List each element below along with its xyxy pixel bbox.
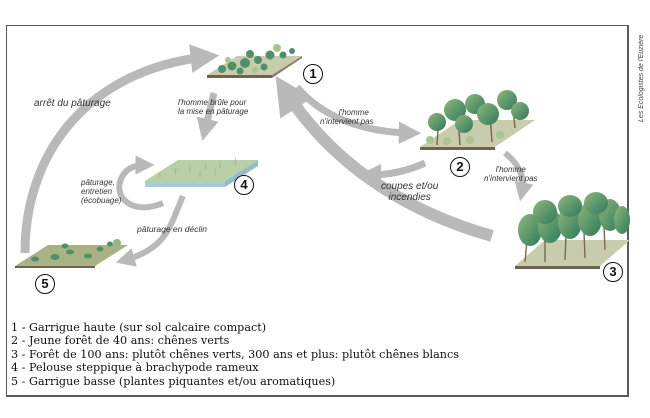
label-1-2-line2: n'intervient pas: [320, 117, 374, 126]
stage-marker-5: 5: [35, 274, 55, 294]
plate-2-jeune-foret: [420, 90, 535, 150]
label-paturage-entretien: pâturage, entretien (écobuage): [81, 178, 121, 205]
arrow-3-to-1: [275, 75, 494, 242]
label-2-3-intervient-pas: l'homme n'intervient pas: [484, 165, 538, 183]
plate-1-garrigue-haute: [207, 44, 302, 78]
label-coupes-line2: incendies: [388, 192, 431, 203]
label-coupes-incendies: coupes et/ou incendies: [381, 181, 438, 203]
label-arret-paturage: arrêt du pâturage: [34, 98, 111, 109]
label-homme-brule: l'homme brûle pour la mise en pâturage: [178, 98, 248, 116]
label-paturage-line2: entretien: [81, 187, 113, 196]
arrow-1-to-4: [196, 92, 219, 141]
arrow-4-to-5: [115, 194, 186, 267]
label-coupes-line1: coupes et/ou: [381, 181, 439, 192]
label-homme-brule-line1: l'homme brûle pour: [178, 98, 247, 107]
label-paturage-line1: pâturage,: [81, 178, 115, 187]
label-1-2-line1: l'homme: [338, 108, 369, 117]
label-paturage-line3: (écobuage): [81, 196, 122, 205]
legend: 1 - Garrigue haute (sur sol calcaire com…: [11, 321, 459, 388]
stage-marker-4: 4: [234, 175, 254, 195]
legend-item-5: 5 - Garrigue basse (plantes piquantes et…: [11, 374, 336, 388]
plate-3-foret: [515, 192, 630, 269]
plate-4-pelouse: [145, 156, 258, 187]
label-2-3-line1: l'homme: [495, 165, 526, 174]
stage-marker-1: 1: [303, 64, 323, 84]
arrow-4-loop: [116, 155, 165, 211]
label-paturage-declin: pâturage en déclin: [137, 224, 207, 234]
stage-marker-2: 2: [450, 157, 470, 177]
arrow-2-to-3: [503, 150, 534, 202]
arrow-5-to-1: [20, 44, 220, 254]
stage-marker-3: 3: [603, 262, 623, 282]
label-homme-brule-line2: la mise en pâturage: [178, 107, 249, 116]
legend-item-3: 3 - Forêt de 100 ans: plutôt chênes vert…: [11, 347, 460, 361]
label-2-3-line2: n'intervient pas: [484, 174, 538, 183]
legend-item-2: 2 - Jeune forêt de 40 ans: chênes verts: [11, 334, 230, 348]
credit-text: Les Ecologistes de l'Euzière: [638, 34, 645, 122]
arrow-2-to-1: [358, 159, 427, 187]
legend-item-4: 4 - Pelouse steppique à brachypode rameu…: [11, 361, 259, 375]
legend-item-1: 1 - Garrigue haute (sur sol calcaire com…: [11, 321, 267, 334]
plate-5-garrigue-basse: [15, 239, 128, 268]
label-1-2-intervient-pas: l'homme n'intervient pas: [320, 108, 374, 126]
